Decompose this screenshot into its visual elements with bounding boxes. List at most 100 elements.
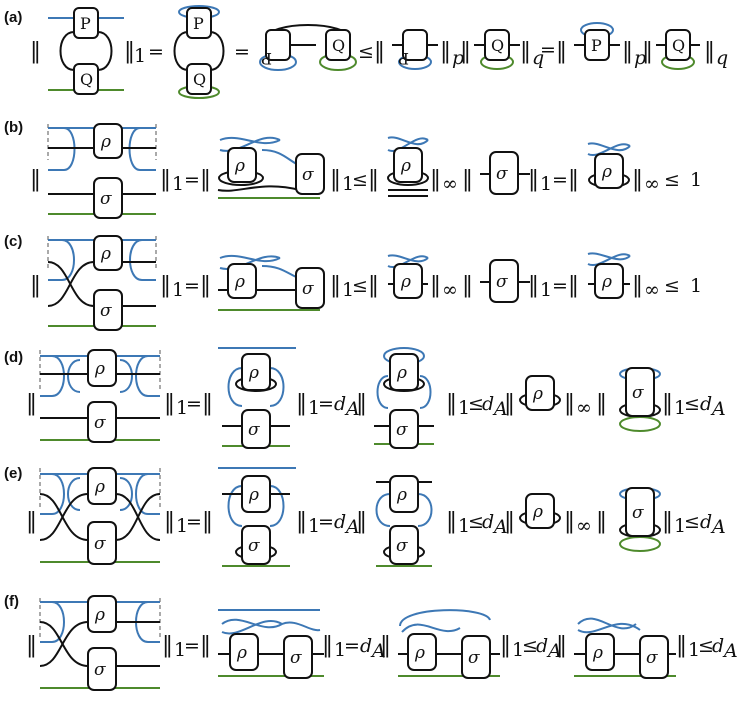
- norm-bar: ‖: [380, 633, 391, 658]
- blue-wire-bend: [135, 355, 160, 397]
- black-loop: [97, 31, 113, 71]
- symbol-rho: ρ: [601, 162, 612, 182]
- norm-bar: ‖: [374, 39, 385, 64]
- blue-wire-cross: [587, 252, 631, 261]
- symbol-rho: ρ: [396, 363, 407, 383]
- symbol-sigma: σ: [248, 420, 260, 440]
- norm-sub-inf: ∞: [442, 279, 458, 301]
- symbol-rho: ρ: [248, 485, 259, 505]
- norm-sub-one: 1: [176, 397, 188, 419]
- norm-bar: ‖: [164, 391, 175, 416]
- black-wire: [217, 185, 301, 192]
- tensor-box-rho: [241, 353, 271, 391]
- relation-le: ≤: [468, 511, 484, 533]
- tensor-box-rho: [525, 493, 555, 529]
- black-wire-cross: [115, 493, 161, 541]
- norm-bar: ‖: [462, 167, 473, 192]
- norm-bar: ‖: [30, 273, 41, 298]
- norm-bar: ‖: [662, 391, 673, 416]
- symbol-rho: ρ: [236, 643, 247, 663]
- tensor-box-q: [484, 29, 510, 61]
- tensor-box-rho: [87, 595, 117, 633]
- black-loop: [59, 31, 75, 71]
- norm-bar: ‖: [368, 167, 379, 192]
- dimension-d: d: [360, 635, 372, 657]
- blue-wire-cross: [587, 142, 631, 152]
- tensor-box-sigma: [625, 487, 655, 537]
- tensor-box-rho: [585, 633, 615, 671]
- symbol-sigma: σ: [396, 420, 408, 440]
- panel-label-b: (b): [4, 119, 23, 136]
- panel-c: (c) ‖ ρ σ ‖ 1 = ‖ ρ σ ‖ 1 ≤ ‖ ρ: [4, 233, 702, 331]
- relation-eq: =: [540, 39, 556, 61]
- blue-wire-cross: [387, 254, 429, 263]
- norm-sub-one: 1: [674, 397, 686, 419]
- relation-le: ≤: [468, 393, 484, 415]
- panel-label-a: (a): [4, 9, 22, 26]
- relation-eq: =: [186, 393, 202, 415]
- relation-le: ≤: [684, 393, 700, 415]
- blue-wire-bend: [48, 239, 75, 281]
- black-wire-cross: [47, 261, 156, 307]
- symbol-sigma: σ: [302, 279, 314, 299]
- tensor-box-sigma: [295, 153, 325, 195]
- tensor-box-q: [665, 29, 691, 61]
- norm-sub-inf: ∞: [644, 173, 660, 195]
- norm-bar: ‖: [200, 273, 211, 298]
- tensor-box-rho: [389, 353, 419, 391]
- norm-bar: ‖: [704, 39, 715, 64]
- blue-wire-cross: [587, 253, 631, 267]
- norm-bar: ‖: [368, 273, 379, 298]
- dimension-sub-a: A: [710, 398, 726, 420]
- bound-one: 1: [690, 275, 702, 297]
- norm-sub-one: 1: [342, 173, 354, 195]
- relation-le: ≤: [358, 41, 374, 63]
- norm-sub-p: p: [452, 47, 464, 69]
- blue-wire-bend: [375, 493, 391, 527]
- symbol-rho: ρ: [100, 132, 111, 152]
- tensor-box-sigma: [93, 289, 123, 331]
- norm-bar: ‖: [26, 509, 37, 534]
- symbol-sigma: σ: [632, 503, 644, 523]
- norm-sub-one: 1: [540, 173, 552, 195]
- tensor-box-sigma: [639, 635, 669, 679]
- norm-bar: ‖: [30, 39, 41, 64]
- symbol-rho: ρ: [94, 477, 105, 497]
- dimension-sub-a: A: [722, 640, 738, 662]
- blue-wire-bend: [40, 473, 65, 515]
- symbol-sigma: σ: [100, 301, 112, 321]
- norm-bar: ‖: [200, 167, 211, 192]
- symbol-sigma: σ: [396, 536, 408, 556]
- symbol-q: Q: [672, 36, 685, 55]
- norm-sub-one: 1: [172, 173, 184, 195]
- symbol-q: Q: [193, 70, 206, 89]
- norm-bar: ‖: [26, 633, 37, 658]
- blue-wire-bend: [119, 359, 133, 393]
- symbol-q: Q: [491, 36, 504, 55]
- blue-wire-bend: [129, 239, 156, 281]
- norm-bar: ‖: [356, 509, 367, 534]
- relation-eq: =: [318, 393, 334, 415]
- norm-sub-q: q: [532, 47, 544, 69]
- panel-label-d: (d): [4, 349, 23, 366]
- norm-sub-one: 1: [458, 515, 470, 537]
- panel-d: (d) ‖ ρ σ ‖ 1 = ‖ ρ σ ‖ 1 = d A ‖: [4, 347, 726, 449]
- tensor-box-p-transposed: [402, 29, 428, 61]
- blue-wire-bend: [119, 477, 133, 511]
- dimension-sub-a: A: [710, 516, 726, 538]
- tensor-box-sigma: [241, 525, 271, 565]
- norm-bar: ‖: [440, 39, 451, 64]
- green-loop: [619, 416, 661, 432]
- blue-wire-arc: [399, 609, 491, 627]
- symbol-p-flipped: P: [398, 49, 409, 68]
- symbol-sigma: σ: [94, 413, 106, 433]
- norm-bar: ‖: [504, 509, 515, 534]
- norm-sub-one: 1: [172, 279, 184, 301]
- tensor-box-sigma: [461, 635, 491, 679]
- symbol-rho: ρ: [400, 272, 411, 292]
- tensor-box-rho: [93, 123, 123, 159]
- symbol-p-flipped: P: [261, 49, 272, 68]
- blue-wire-bend: [128, 127, 156, 171]
- tensor-box-q: [73, 63, 99, 95]
- symbol-sigma: σ: [468, 648, 480, 668]
